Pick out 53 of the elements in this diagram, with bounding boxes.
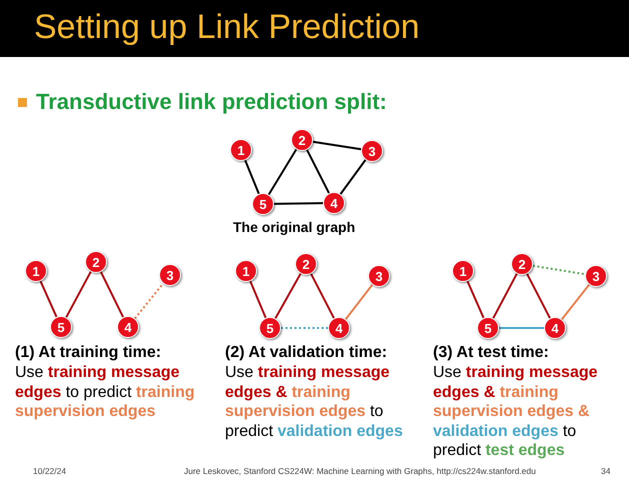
- graph-node-circle: 3: [361, 140, 383, 162]
- graph-edge: [100, 271, 124, 318]
- graph-edge: [249, 280, 267, 318]
- graph-node-circle: 5: [252, 193, 274, 215]
- step-heading: (1) At training time:: [15, 344, 162, 362]
- graph-node-circle: 3: [585, 265, 607, 287]
- graph-node-circle: 4: [323, 192, 345, 214]
- step-heading: (2) At validation time:: [225, 344, 388, 362]
- footer-date: 10/22/24: [33, 466, 66, 476]
- graph-edge: [268, 148, 298, 196]
- footer-credit: Jure Leskovec, Stanford CS224W: Machine Learning with Graphs, http://cs224w.stanford.edu: [184, 466, 536, 476]
- graph-edge: [40, 280, 58, 318]
- graph-edge: [340, 159, 366, 195]
- step-description: Use training message edges to predict training supervision edges: [15, 363, 195, 422]
- graph-edge: [499, 327, 544, 329]
- dotted-edge: [532, 264, 586, 276]
- graph-node-circle: 1: [452, 260, 474, 282]
- graph-node-circle: 4: [328, 317, 350, 339]
- step-heading: (3) At test time:: [433, 344, 549, 362]
- graph-edge: [310, 273, 335, 319]
- graph-node-circle: 5: [50, 316, 72, 338]
- graph-edge: [306, 149, 330, 194]
- graph-edge: [312, 140, 362, 150]
- graph-node-circle: 2: [291, 129, 313, 151]
- graph-edge: [244, 160, 260, 194]
- step-description: Use training message edges & training supervision edges & validation edges to predict test edges: [433, 363, 599, 460]
- graph-node-circle: 1: [25, 260, 47, 282]
- graph-edge: [466, 280, 484, 318]
- graph-edge: [274, 273, 302, 319]
- graph-node-circle: 2: [85, 251, 107, 273]
- graph-node-circle: 3: [159, 264, 181, 286]
- graph-node-circle: 5: [259, 317, 281, 339]
- dotted-edge: [281, 327, 328, 329]
- graph-node-circle: 1: [230, 139, 252, 161]
- graph-edge: [65, 271, 92, 318]
- graph-node-circle: 3: [368, 265, 390, 287]
- graph-node-circle: 5: [477, 317, 499, 339]
- graph-node-circle: 2: [295, 253, 317, 275]
- graph-edge: [526, 273, 551, 319]
- graph-node-circle: 4: [117, 316, 139, 338]
- graph-edge: [492, 273, 518, 319]
- graph-caption: The original graph: [233, 219, 356, 235]
- graph-node-circle: 4: [544, 317, 566, 339]
- dotted-edge: [134, 282, 164, 320]
- graph-node-circle: 2: [511, 253, 533, 275]
- graph-edge: [344, 284, 374, 320]
- graph-edge: [561, 284, 590, 320]
- bullet-text: Transductive link prediction split:: [36, 89, 387, 115]
- page-number: 34: [601, 466, 610, 476]
- graph-node-circle: 1: [235, 260, 257, 282]
- slide-title: Setting up Link Prediction: [34, 8, 420, 47]
- step-description: Use training message edges & training supervision edges to predict validation edges: [225, 363, 404, 441]
- graph-edge: [274, 202, 324, 205]
